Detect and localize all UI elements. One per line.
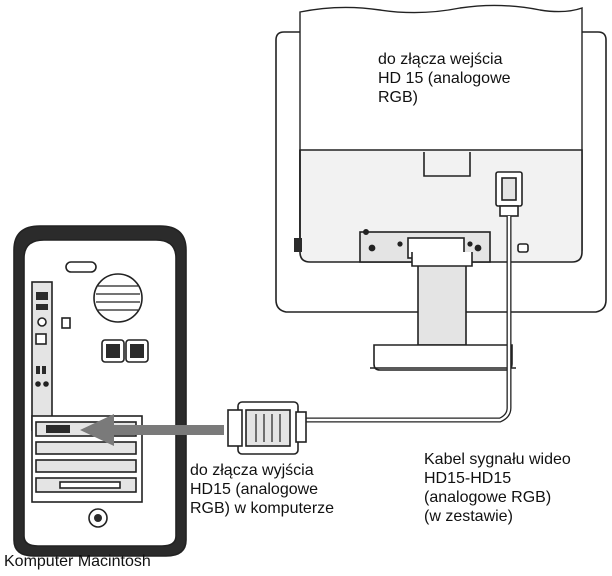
- computer-name-label: Komputer Macintosh: [4, 553, 151, 570]
- monitor-input-label: do złącza wejścia HD 15 (analogowe RGB): [378, 51, 511, 106]
- hd15-cable-connector: [227, 171, 523, 455]
- computer-output-label: do złącza wyjścia HD15 (analogowe RGB) w…: [190, 462, 335, 517]
- macintosh-tower-illustration: [13, 225, 187, 557]
- insert-arrow-icon: [80, 414, 224, 446]
- cable-label: Kabel sygnału wideo HD15-HD15 (analogowe…: [424, 451, 571, 525]
